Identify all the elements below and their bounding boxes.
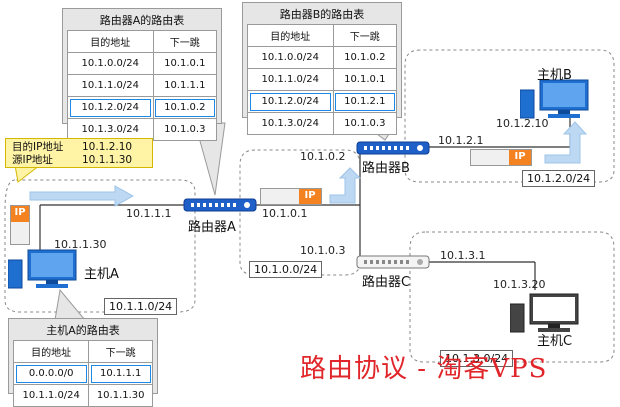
router-a-table-title: 路由器A的路由表	[99, 14, 185, 27]
router-b-right-ip: 10.1.2.1	[438, 134, 484, 147]
router-a-table: 目的地址 下一跳 10.1.0.0/24 10.1.0.1 10.1.1.0/2…	[67, 30, 218, 141]
host-c-ip: 10.1.3.20	[493, 278, 546, 291]
table-row-highlighted: 0.0.0.0/0 10.1.1.1	[12, 362, 153, 385]
subnet-core-label: 10.1.0.0/24	[249, 261, 323, 278]
subnet-b-label: 10.1.2.0/24	[522, 170, 596, 187]
router-a-routing-table: 路由器A的路由表 目的地址 下一跳 10.1.0.0/24 10.1.0.1 1…	[62, 8, 222, 141]
table-cell: 10.1.0.2	[332, 46, 398, 69]
router-a-name: 路由器A	[188, 220, 236, 235]
subnet-c-boundary	[409, 231, 615, 363]
table-cell: 10.1.1.0/24	[12, 384, 90, 407]
table-row: 10.1.3.0/24 10.1.0.3	[67, 118, 218, 141]
table-cell: 10.1.2.0/24	[67, 96, 154, 119]
table-cell: 10.1.1.0/24	[247, 68, 334, 91]
router-a-left-ip: 10.1.1.1	[126, 207, 172, 220]
table-row: 10.1.1.0/24 10.1.0.1	[247, 68, 398, 91]
host-a-table-title: 主机A的路由表	[46, 324, 120, 337]
column-header: 下一跳	[332, 24, 398, 47]
host-b-name: 主机B	[537, 68, 572, 83]
table-cell: 10.1.1.0/24	[67, 74, 154, 97]
host-a-table: 目的地址 下一跳 0.0.0.0/0 10.1.1.1 10.1.1.0/24 …	[12, 340, 153, 407]
table-cell: 10.1.0.1	[152, 52, 218, 75]
dst-ip-row: 目的IP地址 10.1.2.10	[12, 141, 146, 154]
table-header-row: 目的地址 下一跳	[12, 340, 153, 363]
packet-at-host-b: IP	[470, 149, 532, 166]
table-cell: 10.1.3.0/24	[247, 112, 334, 135]
subnet-b-boundary	[404, 49, 615, 183]
router-b-name: 路由器B	[362, 161, 410, 176]
router-c-left-ip: 10.1.0.3	[300, 244, 346, 257]
subnet-c-label: 10.1.3.0/24	[440, 350, 514, 367]
table-row: 10.1.3.0/24 10.1.0.3	[247, 112, 398, 135]
router-b-routing-table: 路由器B的路由表 目的地址 下一跳 10.1.0.0/24 10.1.0.2 1…	[242, 2, 402, 135]
table-row: 10.1.0.0/24 10.1.0.2	[247, 46, 398, 69]
table-row: 10.1.0.0/24 10.1.0.1	[67, 52, 218, 75]
table-row-highlighted: 10.1.2.0/24 10.1.2.1	[247, 90, 398, 113]
host-c-computer-icon	[510, 293, 579, 333]
router-b-table-title: 路由器B的路由表	[279, 8, 365, 21]
packet-at-core: IP	[260, 188, 322, 205]
dst-ip-value: 10.1.2.10	[82, 141, 133, 153]
router-a-right-ip: 10.1.0.1	[262, 207, 308, 220]
table-cell: 10.1.0.3	[332, 112, 398, 135]
packet-address-note: 目的IP地址 10.1.2.10 源IP地址 10.1.1.30	[5, 138, 153, 168]
subnet-a-label: 10.1.1.0/24	[104, 298, 178, 315]
table-cell: 10.1.2.1	[332, 90, 398, 113]
table-cell: 10.1.1.1	[88, 362, 153, 385]
table-cell: 10.1.2.0/24	[247, 90, 334, 113]
callout-tail-host-a	[54, 288, 87, 321]
column-header: 下一跳	[152, 30, 218, 53]
subnet-core-boundary	[239, 149, 361, 276]
src-ip-label: 源IP地址	[12, 154, 53, 166]
ip-header-box: IP	[509, 150, 531, 165]
router-b-icon	[356, 141, 430, 155]
src-ip-value: 10.1.1.30	[82, 154, 133, 166]
table-row: 10.1.1.0/24 10.1.1.30	[12, 384, 153, 407]
router-a-icon	[183, 198, 257, 212]
table-cell: 10.1.0.1	[332, 68, 398, 91]
router-b-left-ip: 10.1.0.2	[300, 150, 346, 163]
packet-at-host-a: IP	[10, 205, 30, 245]
table-cell: 10.1.0.3	[152, 118, 218, 141]
host-a-computer-icon	[8, 249, 77, 289]
host-b-ip: 10.1.2.10	[496, 117, 549, 130]
src-ip-row: 源IP地址 10.1.1.30	[12, 154, 146, 167]
router-c-icon	[356, 255, 430, 269]
host-a-name: 主机A	[84, 267, 119, 282]
table-row-highlighted: 10.1.2.0/24 10.1.0.2	[67, 96, 218, 119]
table-cell: 10.1.0.0/24	[67, 52, 154, 75]
host-c-name: 主机C	[537, 334, 573, 349]
host-a-routing-table: 主机A的路由表 目的地址 下一跳 0.0.0.0/0 10.1.1.1 10.1…	[8, 318, 158, 407]
ip-header-box: IP	[11, 206, 29, 222]
table-cell: 10.1.1.30	[88, 384, 153, 407]
column-header: 目的地址	[12, 340, 90, 363]
table-cell: 10.1.1.1	[152, 74, 218, 97]
table-row: 10.1.1.0/24 10.1.1.1	[67, 74, 218, 97]
table-cell: 10.1.0.2	[152, 96, 218, 119]
flow-arrow-3	[544, 121, 588, 164]
flow-arrow-1	[29, 185, 135, 207]
watermark-text: 路由协议 - 淘客VPS	[300, 354, 548, 384]
table-header-row: 目的地址 下一跳	[247, 24, 398, 47]
host-a-ip: 10.1.1.30	[54, 238, 107, 251]
router-b-table: 目的地址 下一跳 10.1.0.0/24 10.1.0.2 10.1.1.0/2…	[247, 24, 398, 135]
table-cell: 0.0.0.0/0	[12, 362, 90, 385]
host-b-computer-icon	[520, 79, 589, 119]
table-cell: 10.1.0.0/24	[247, 46, 334, 69]
ip-header-box: IP	[299, 189, 321, 204]
column-header: 目的地址	[67, 30, 154, 53]
flow-arrow-2	[329, 167, 362, 204]
column-header: 目的地址	[247, 24, 334, 47]
table-header-row: 目的地址 下一跳	[67, 30, 218, 53]
router-c-name: 路由器C	[362, 275, 411, 290]
dst-ip-label: 目的IP地址	[12, 141, 64, 153]
column-header: 下一跳	[88, 340, 153, 363]
router-c-right-ip: 10.1.3.1	[440, 249, 486, 262]
